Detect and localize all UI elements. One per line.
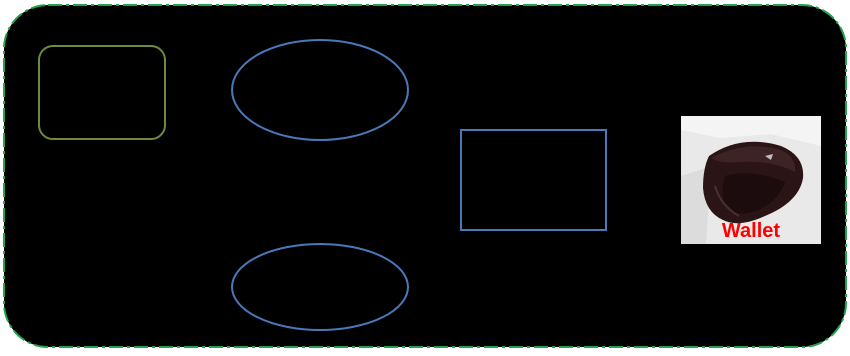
wallet-caption: Wallet (681, 220, 821, 242)
wallet-card: Wallet (681, 116, 821, 244)
